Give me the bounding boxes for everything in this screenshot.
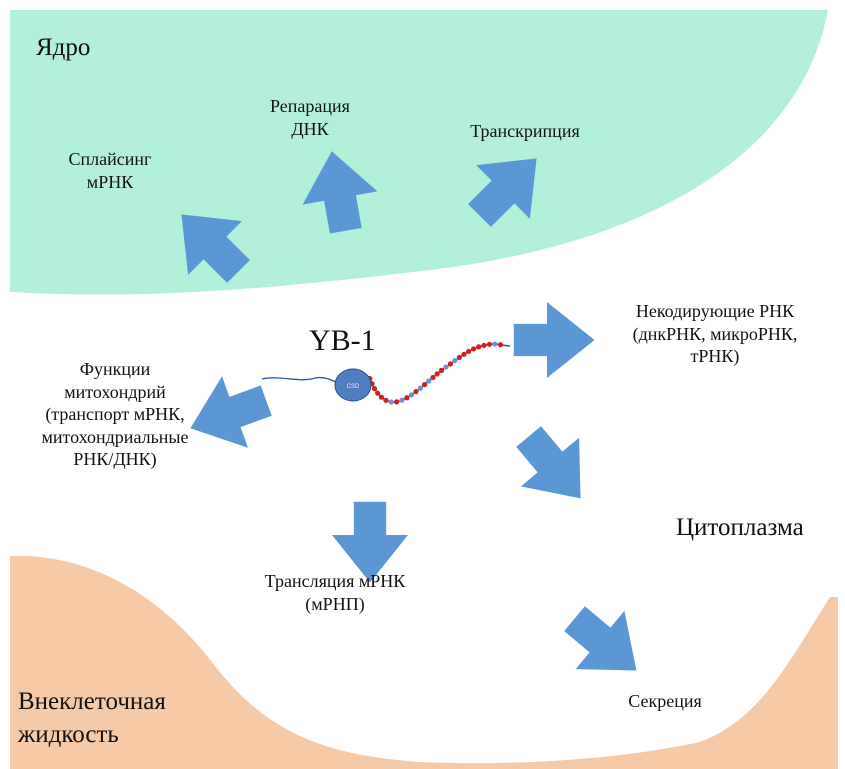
- splicing-label: Сплайсинг мРНК: [68, 149, 152, 192]
- arrow-dna-repair: [302, 151, 378, 234]
- tail-bead: [375, 390, 381, 396]
- tail-bead: [476, 344, 482, 350]
- cytoplasm-label: Цитоплазма: [676, 514, 804, 541]
- tail-bead: [388, 399, 394, 405]
- tail-bead: [466, 348, 472, 355]
- tail-bead: [481, 342, 487, 348]
- tail-bead: [497, 342, 504, 348]
- tail-bead: [404, 395, 410, 401]
- nucleus-label: Ядро: [36, 34, 91, 61]
- tail-bead: [417, 385, 423, 391]
- arrow-mitochondria: [190, 376, 272, 448]
- extracellular-label: Внеклеточная жидкость: [18, 688, 166, 748]
- yb1-protein: CSD: [261, 341, 511, 405]
- transcription-label: Транскрипция: [470, 121, 580, 141]
- arrow-transcription: [468, 158, 537, 227]
- dna-repair-label: Репарация ДНК: [270, 96, 350, 139]
- csd-domain: [334, 368, 372, 402]
- tail-bead: [470, 346, 477, 352]
- tail-bead: [447, 361, 454, 367]
- tail-bead: [438, 367, 445, 373]
- tail-bead: [430, 374, 436, 381]
- tail-bead: [383, 397, 389, 403]
- arrow-noncoding-rna: [513, 302, 595, 378]
- arrow-splicing: [181, 214, 250, 283]
- tail-bead: [452, 358, 458, 364]
- tail-bead: [371, 386, 378, 392]
- arrow-cytoplasm: [516, 426, 581, 499]
- arrow-translation: [331, 501, 409, 583]
- tail-bead: [399, 397, 405, 403]
- tail-bead: [456, 354, 462, 361]
- protein-name: YB-1: [309, 324, 376, 357]
- arrow-secretion: [564, 606, 637, 671]
- mitochondria-label: Функции митохондрий (транспорт мРНК, мит…: [41, 359, 189, 469]
- tail-bead: [413, 389, 419, 395]
- extracellular-region: [10, 555, 838, 769]
- tail-bead: [421, 382, 428, 388]
- tail-bead: [394, 399, 400, 405]
- n-terminal-tail: [261, 376, 339, 384]
- arrows-group: [181, 151, 637, 671]
- tail-bead: [486, 341, 493, 347]
- tail-bead: [461, 351, 467, 357]
- tail-bead: [443, 364, 449, 370]
- noncoding-rna-label: Некодирующие РНК (днкРНК, микроРНК, тРНК…: [632, 301, 798, 366]
- translation-label: Трансляция мРНК (мРНП): [264, 571, 406, 614]
- tail-bead: [378, 394, 385, 400]
- c-terminal-beads: [367, 341, 504, 405]
- tail-bead: [434, 371, 440, 377]
- secretion-label: Секреция: [628, 691, 702, 711]
- tail-bead: [408, 392, 415, 398]
- tail-bead: [426, 378, 432, 384]
- tail-bead: [492, 341, 498, 347]
- csd-domain-label: CSD: [347, 384, 360, 390]
